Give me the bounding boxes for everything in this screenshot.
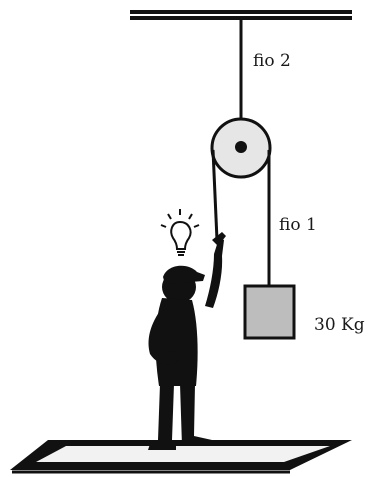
- lightbulb-icon: [160, 209, 200, 256]
- ceiling-beam: [130, 10, 352, 20]
- floor-platform: [10, 440, 352, 474]
- label-fio-1: fio 1: [279, 215, 317, 235]
- hanging-block: [243, 284, 296, 340]
- pulley-wheel: [210, 117, 272, 179]
- label-mass: 30 Kg: [314, 315, 365, 335]
- label-fio-2: fio 2: [253, 51, 291, 71]
- person-silhouette: [148, 232, 226, 450]
- rope-pull-side: [211, 149, 219, 241]
